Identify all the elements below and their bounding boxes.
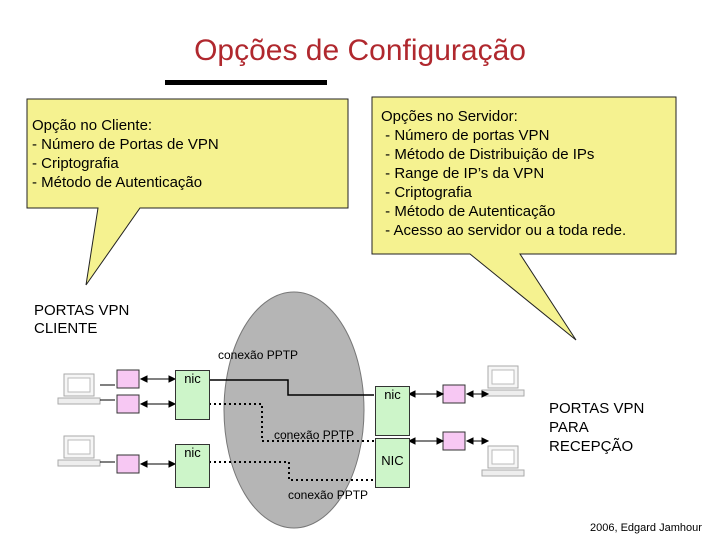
server-callout-bubble xyxy=(371,96,677,341)
nic-server-top: nic xyxy=(375,386,410,436)
client-computer-top xyxy=(57,373,101,405)
pptp-label-middle: conexão PPTP xyxy=(274,428,355,442)
pptp-tunnel-bottom xyxy=(209,461,374,481)
client-port-1 xyxy=(116,369,140,389)
server-port-1 xyxy=(442,384,466,404)
nic-server-bottom: NIC xyxy=(375,438,410,488)
server-options-text: Opções no Servidor: - Número de portas V… xyxy=(381,108,627,239)
pptp-label-bottom: conexão PPTP xyxy=(288,488,369,502)
pptp-label-top: conexão PPTP xyxy=(218,348,299,362)
server-port-2 xyxy=(442,431,466,451)
client-callout-bubble xyxy=(26,98,349,286)
client-port-3 xyxy=(116,454,140,474)
client-pc-links xyxy=(100,384,115,463)
page-title: Opções de Configuração xyxy=(194,34,526,67)
pptp-tunnel-middle xyxy=(209,403,374,442)
pptp-tunnel-cloud xyxy=(223,291,365,529)
client-computer-bottom xyxy=(57,435,101,467)
server-computer-bottom xyxy=(481,445,525,477)
ports-client-label: PORTAS VPN CLIENTE xyxy=(34,302,130,337)
nic-client-bottom: nic xyxy=(175,444,210,488)
nic-client-top: nic xyxy=(175,370,210,420)
title-underline xyxy=(165,80,327,85)
client-port-2 xyxy=(116,394,140,414)
server-computer-top xyxy=(481,365,525,397)
footer-credit: 2006, Edgard Jamhour xyxy=(590,522,702,534)
client-options-text: Opção no Cliente: - Número de Portas de … xyxy=(32,117,219,191)
physical-link xyxy=(209,379,374,396)
port-arrows xyxy=(139,375,490,468)
ports-server-label: PORTAS VPN PARA RECEPÇÃO xyxy=(549,400,645,455)
